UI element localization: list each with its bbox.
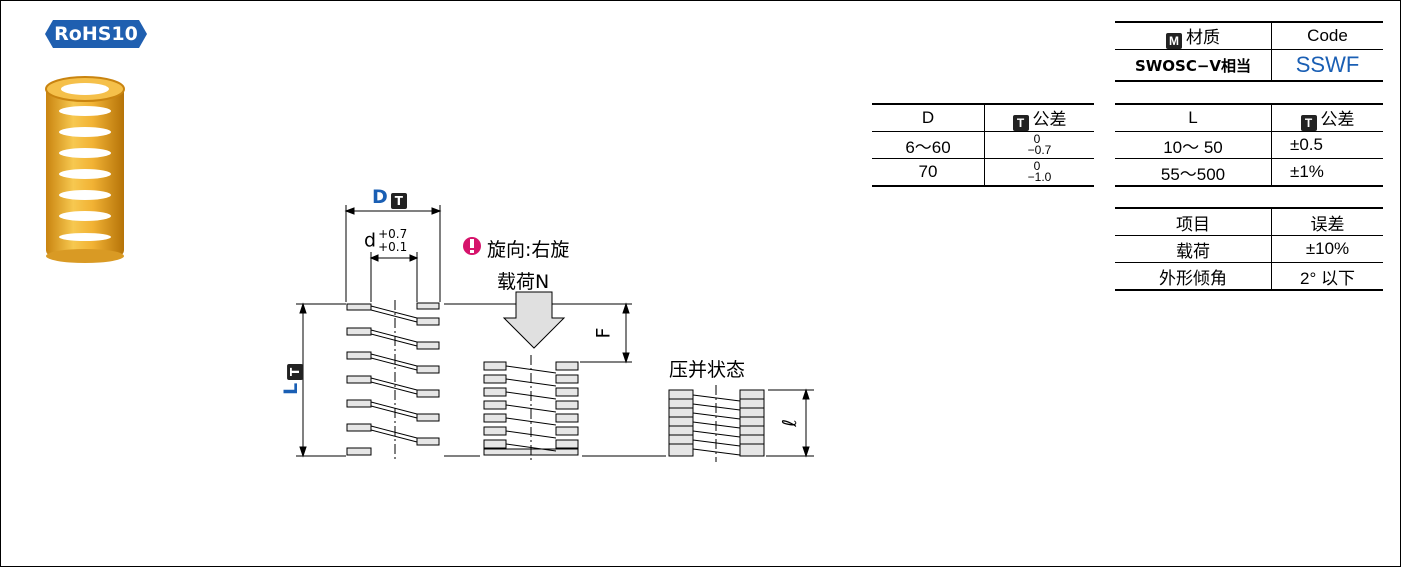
code-header: Code: [1271, 21, 1383, 50]
d-range: 6～60: [872, 131, 985, 159]
d-tol: 0−0.7: [984, 131, 1094, 159]
material-badge-icon: M: [1166, 33, 1182, 49]
material-header-text: 材质: [1186, 28, 1220, 47]
error-item: 外形倾角: [1115, 262, 1272, 291]
table-row: 6～60 0−0.7: [872, 131, 1094, 159]
spring-photo: [45, 76, 125, 263]
table-row: 外形倾角 2° 以下: [1115, 262, 1383, 291]
rohs-badge: RoHS10: [45, 20, 147, 48]
tolerance-badge-icon: T: [287, 363, 304, 380]
dim-ell-label: ℓ: [778, 419, 801, 427]
l-tol: ±0.5: [1271, 131, 1383, 159]
d-tol-lower: −0.7: [1027, 143, 1052, 157]
d-tol: 0−1.0: [984, 158, 1094, 187]
dim-L-text: L: [280, 382, 303, 396]
d-tol-lower: +0.1: [378, 240, 408, 254]
error-value: 2° 以下: [1271, 262, 1383, 291]
error-item: 载荷: [1115, 235, 1272, 263]
d-range: 70: [872, 158, 985, 187]
item-header: 项目: [1115, 207, 1272, 236]
dim-L-label: LT: [280, 360, 304, 396]
d-col-header: D: [872, 103, 985, 132]
table-row: 55～500 ±1%: [1115, 158, 1383, 187]
error-header: 误差: [1271, 207, 1383, 236]
dim-d-text: d: [364, 229, 377, 252]
dim-d-label: d +0.7 +0.1: [364, 228, 407, 254]
l-range: 10～ 50: [1115, 131, 1272, 159]
solid-state-label: 压并状态: [669, 359, 746, 381]
l-tol-header-text: 公差: [1320, 110, 1355, 129]
table-row: 载荷 ±10%: [1115, 235, 1383, 263]
error-table: 项目 误差 载荷 ±10% 外形倾角 2° 以下: [1115, 207, 1383, 291]
tolerance-badge-icon: T: [390, 193, 407, 209]
winding-direction: 旋向:右旋: [487, 239, 570, 261]
d-tol-lower: −1.0: [1027, 170, 1052, 184]
d-tol-upper: 0: [1033, 132, 1041, 146]
material-value: SWOSC−V相当: [1115, 49, 1272, 82]
error-value: ±10%: [1271, 235, 1383, 263]
dim-F-label: F: [592, 327, 615, 339]
dim-D-text: D: [372, 186, 388, 208]
l-range: 55～500: [1115, 158, 1272, 187]
d-tol-upper: +0.7: [378, 227, 408, 241]
code-value: SSWF: [1271, 49, 1383, 82]
table-row: 70 0−1.0: [872, 158, 1094, 187]
d-tol-header-text: 公差: [1032, 110, 1067, 129]
load-label: 载荷N: [497, 271, 550, 293]
d-tol-upper: 0: [1033, 159, 1041, 173]
tolerance-badge-icon: T: [1012, 115, 1029, 131]
l-col-header: L: [1115, 103, 1272, 132]
table-row: 10～ 50 ±0.5: [1115, 131, 1383, 159]
l-tol: ±1%: [1271, 158, 1383, 187]
tolerance-badge-icon: T: [1300, 115, 1317, 131]
